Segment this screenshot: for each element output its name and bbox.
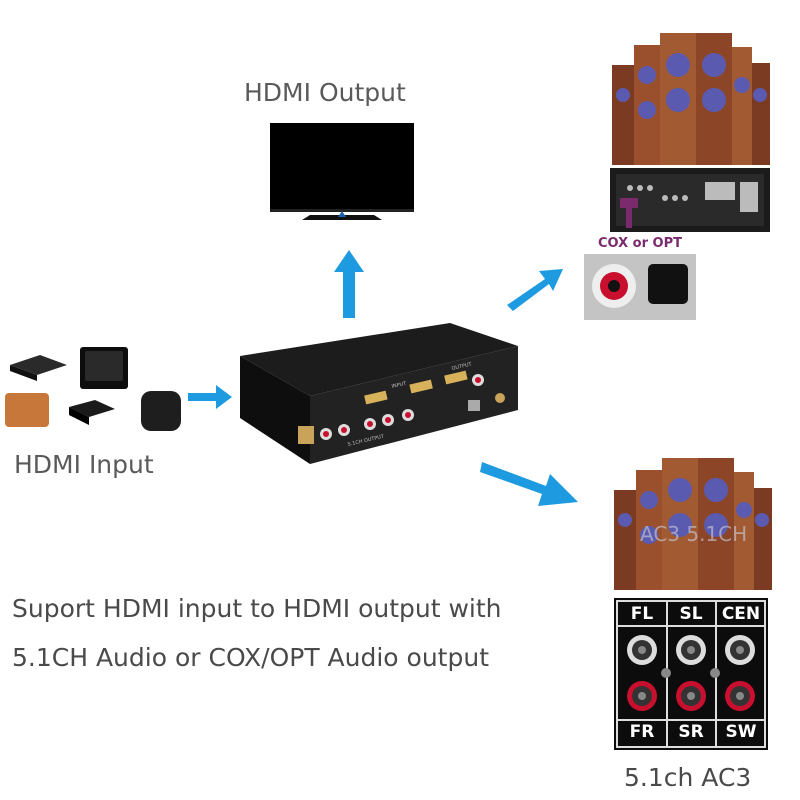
hdmi-input-label: HDMI Input (14, 450, 154, 479)
rca-jack-sr (676, 681, 706, 711)
converter-device: INPUT OUTPUT 5.1CH OUTPUT (230, 318, 520, 466)
right-arrow-icon (188, 385, 232, 413)
source-devices-image (5, 345, 185, 435)
rca-jack-sl (676, 635, 706, 665)
tv-icon (270, 123, 414, 220)
panel-label-cen: CEN (721, 604, 761, 624)
rca-output-panel: FL SL CEN FR SR SW (614, 598, 768, 750)
description-line-2: 5.1CH Audio or COX/OPT Audio output (12, 643, 490, 672)
device-output-label: OUTPUT (451, 361, 473, 372)
rca-jack-cen (725, 635, 755, 665)
speaker-overlay-label: AC3 5.1CH (640, 522, 748, 546)
description-line-1: Suport HDMI input to HDMI output with (12, 594, 502, 623)
device-input-label: INPUT (391, 381, 408, 390)
receiver-back-image (610, 168, 770, 232)
rca-jack-sw (725, 681, 755, 711)
up-right-arrow-icon (505, 265, 565, 317)
up-arrow-icon (334, 250, 364, 324)
ac3-caption: 5.1ch AC3 (624, 763, 752, 792)
panel-label-sr: SR (678, 722, 704, 742)
cox-or-opt-label: COX or OPT (598, 236, 682, 251)
panel-label-fl: FL (630, 604, 654, 624)
rca-jack-fl (627, 635, 657, 665)
coax-optical-ports-image (584, 254, 696, 320)
down-right-arrow-icon (480, 450, 580, 514)
panel-label-fr: FR (629, 722, 655, 742)
rca-jack-fr (627, 681, 657, 711)
panel-label-sl: SL (679, 604, 703, 624)
speakers-top-image (610, 25, 770, 165)
hdmi-output-label: HDMI Output (244, 78, 406, 107)
speakers-bottom-image (612, 450, 772, 590)
panel-label-sw: SW (725, 722, 757, 742)
